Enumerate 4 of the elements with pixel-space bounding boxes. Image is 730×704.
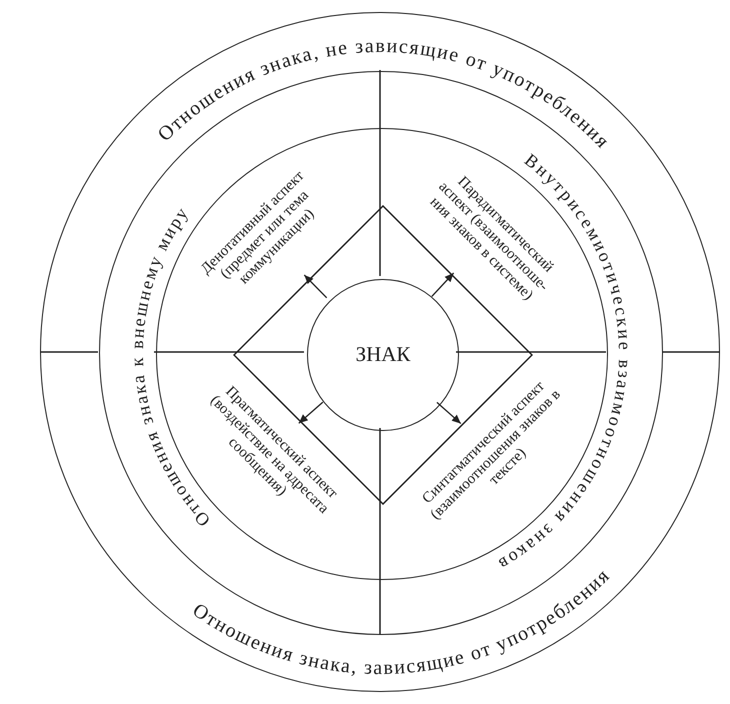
arrow bbox=[436, 402, 462, 424]
arrow bbox=[298, 402, 324, 424]
arrow bbox=[304, 274, 328, 298]
arrow bbox=[431, 272, 454, 297]
